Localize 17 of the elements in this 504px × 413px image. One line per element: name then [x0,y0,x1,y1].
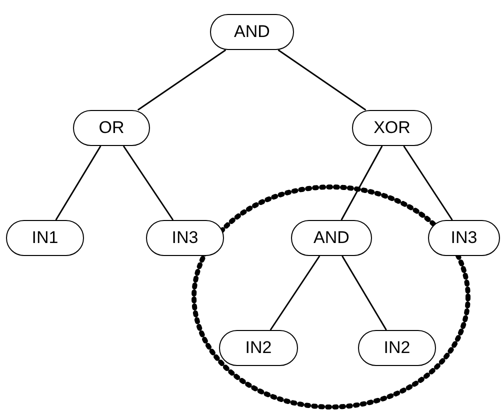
rounded-node: IN2 [219,330,298,366]
connector-line [55,146,102,220]
connector-line [278,49,366,111]
rounded-node: AND [210,14,294,50]
rounded-node: IN3 [146,220,224,256]
rounded-node: XOR [352,110,432,146]
rounded-node: AND [291,220,372,256]
rounded-node: IN1 [6,220,84,256]
rounded-node: IN2 [358,330,436,366]
connector-line [340,146,383,220]
rounded-node: OR [73,110,150,146]
connector-line [270,256,320,330]
connector-line [342,256,387,330]
rounded-node: IN3 [428,220,500,256]
connector-line [137,49,226,111]
connector-line [122,146,174,220]
connector-line [403,146,453,220]
